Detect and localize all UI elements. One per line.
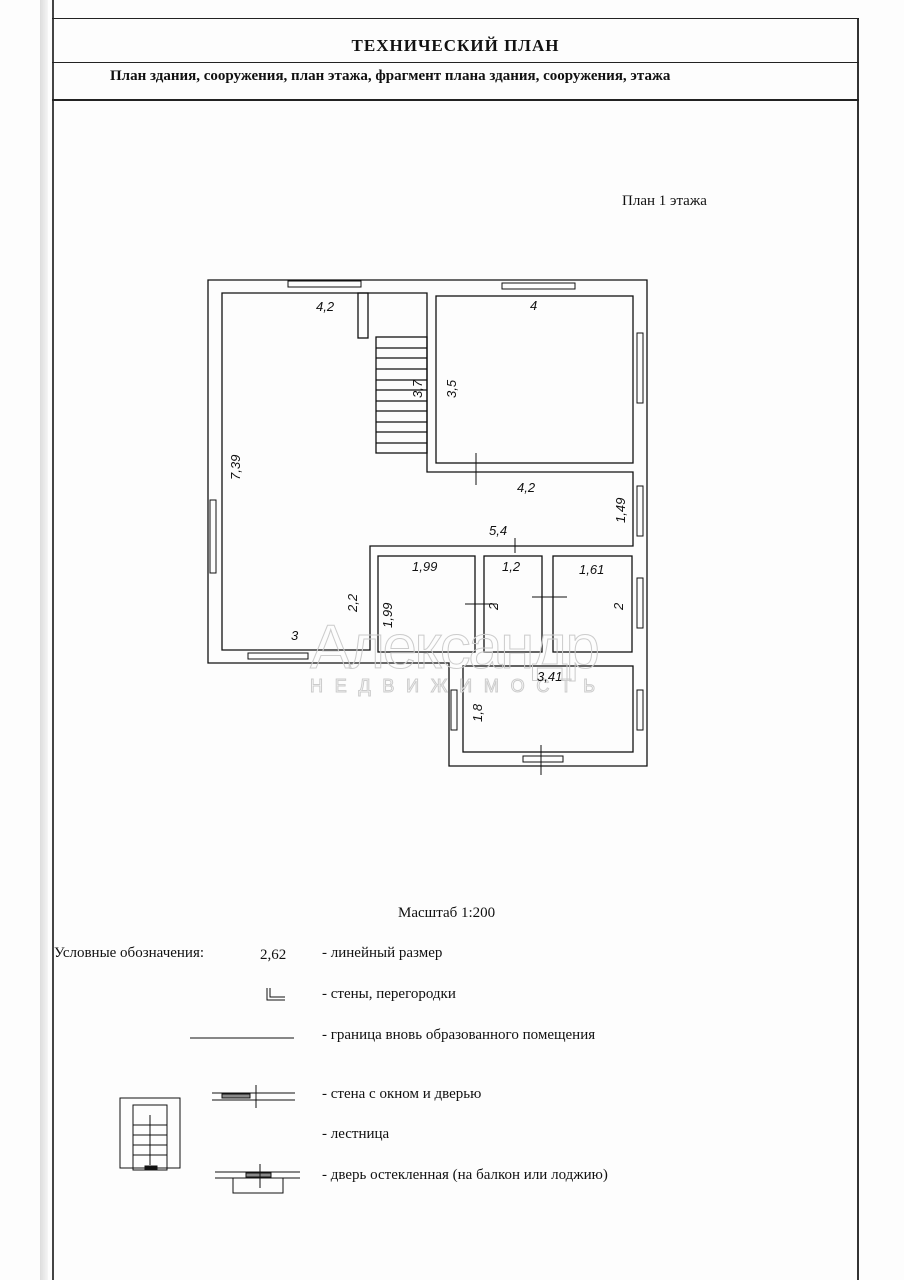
svg-text:3,41: 3,41	[537, 669, 562, 684]
svg-text:3: 3	[291, 628, 299, 643]
svg-text:1,99: 1,99	[380, 603, 395, 628]
room-top-right	[435, 295, 634, 464]
legend-item-boundary: - граница вновь образованного помещения	[322, 1027, 596, 1043]
legend-item-stairs: - лестница	[322, 1126, 390, 1142]
svg-text:4,2: 4,2	[316, 299, 335, 314]
legend-title: Условные обозначения:	[54, 945, 205, 961]
svg-text:5,4: 5,4	[489, 523, 507, 538]
svg-text:4: 4	[530, 298, 537, 313]
svg-text:2: 2	[611, 602, 626, 611]
legend-item-walls: - стены, перегородки	[322, 986, 456, 1002]
legend-item-glazed-door: - дверь остекленная (на балкон или лоджи…	[322, 1167, 608, 1183]
dimension-labels: 4,2 7,39 2,2 3 3,7 4 3,5 4,2 1,49 5,4 1,…	[228, 298, 628, 722]
frame-right-border	[857, 18, 859, 1280]
room-4	[462, 665, 634, 753]
legend-symbols	[119, 988, 300, 1194]
svg-text:Александр: Александр	[310, 613, 600, 682]
frame-left-border	[52, 0, 54, 1280]
glazed-door-symbol	[215, 1164, 300, 1194]
svg-text:1,49: 1,49	[613, 498, 628, 523]
doors	[465, 453, 567, 775]
svg-text:1,61: 1,61	[579, 562, 604, 577]
svg-text:2: 2	[486, 602, 501, 611]
stair-symbol	[119, 1097, 181, 1171]
svg-text:1,99: 1,99	[412, 559, 437, 574]
svg-text:3,7: 3,7	[410, 379, 425, 398]
svg-text:1,8: 1,8	[470, 703, 485, 722]
scan-edge	[40, 0, 48, 1280]
document-title: ТЕХНИЧЕСКИЙ ПЛАН	[351, 36, 560, 55]
svg-text:2,2: 2,2	[345, 593, 360, 613]
frame-top-line	[52, 18, 859, 19]
svg-text:1,2: 1,2	[502, 559, 521, 574]
svg-text:3,5: 3,5	[444, 379, 459, 398]
legend-item-window-door: - стена с окном и дверью	[322, 1086, 482, 1102]
wall-symbol	[266, 988, 285, 1001]
room-3	[552, 555, 633, 653]
header-divider	[52, 62, 859, 63]
document-subtitle: План здания, сооружения, план этажа, фра…	[110, 68, 671, 84]
floor-label: План 1 этажа	[622, 193, 707, 209]
legend-sample-value: 2,62	[260, 947, 287, 963]
staircase	[375, 336, 428, 454]
svg-text:4,2: 4,2	[517, 480, 536, 495]
outer-wall	[207, 279, 648, 767]
stair-post	[357, 292, 369, 339]
legend-item-linear-size: - линейный размер	[322, 945, 443, 961]
window-door-symbol	[212, 1085, 295, 1108]
windows	[209, 280, 644, 763]
header-bottom-line	[52, 99, 859, 101]
svg-text:7,39: 7,39	[228, 455, 243, 480]
watermark: Александр НЕДВИЖИМОСТЬ	[310, 613, 601, 697]
scale-label: Масштаб 1:200	[398, 905, 496, 921]
